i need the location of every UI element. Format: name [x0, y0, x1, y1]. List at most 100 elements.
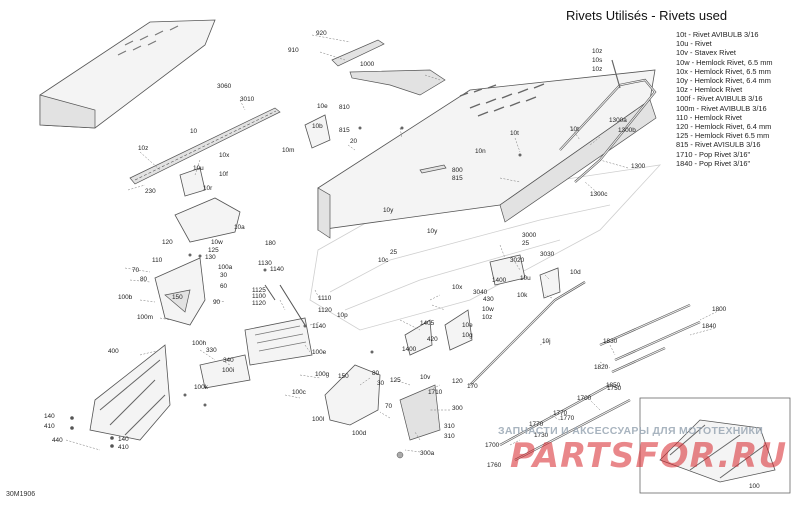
part-callout-label: 910	[288, 47, 299, 54]
fasteners-bottom-left	[65, 416, 114, 451]
part-callout-label: 400	[108, 348, 119, 355]
part-callout-label: 340	[223, 357, 234, 364]
part-callout-label: 1120	[318, 307, 332, 314]
part-callout-label: 150	[172, 294, 183, 301]
legend-item: 125 - Hemlock Rivet 6.5 mm	[676, 131, 770, 141]
part-callout-label: 170	[467, 383, 478, 390]
part-callout-label: 130	[205, 254, 216, 261]
part-920-brace	[331, 39, 446, 96]
part-callout-label: 1125	[252, 287, 266, 294]
part-callout-label: 10w	[482, 306, 494, 313]
part-callout-label: 10x	[452, 284, 463, 291]
part-400-front-frame	[89, 344, 171, 441]
part-callout-label: 100h	[192, 340, 207, 347]
part-callout-label: 1770	[529, 421, 544, 428]
part-callout-label: 10z	[592, 66, 602, 73]
part-callout-label: 1750	[607, 385, 622, 392]
tunnel-ghost-inner	[329, 204, 611, 311]
part-callout-label: 100i	[222, 367, 234, 374]
part-callout-label: 25	[522, 240, 530, 247]
part-callout-label: 3000	[522, 232, 537, 239]
part-3020-bracket	[489, 254, 561, 299]
part-callout-label: 1850	[606, 382, 621, 389]
part-callout-label: 1770	[553, 410, 568, 417]
part-callout-label: 60	[220, 283, 228, 290]
part-callout-label: 70	[385, 403, 393, 410]
part-callout-label: 100d	[352, 430, 367, 437]
part-callout-label: 815	[339, 127, 350, 134]
legend-item: 1710 - Pop Rivet 3/16"	[676, 149, 751, 159]
part-callout-label: 10j	[542, 338, 551, 345]
part-callout-label: 1700	[577, 395, 592, 402]
part-callout-label: 300	[452, 405, 463, 412]
part-callout-label: 10c	[378, 257, 389, 264]
part-callout-label: 10e	[462, 322, 473, 329]
part-callout-label: 1110	[318, 295, 332, 302]
part-callout-label: 100g	[315, 371, 330, 378]
part-callout-label: 100b	[118, 294, 133, 301]
part-callout-label: 90	[213, 299, 221, 306]
callout-leader-lines	[124, 34, 721, 453]
legend-item: 100f - Rivet AVIBULB 3/16	[676, 94, 763, 104]
hardware-dots	[183, 126, 522, 459]
part-callout-label: 25	[390, 249, 398, 256]
part-1405-bracket	[404, 319, 433, 356]
part-callout-label: 125	[390, 377, 401, 384]
part-callout-label: 80	[140, 276, 148, 283]
part-callout-label: 440	[52, 437, 63, 444]
part-1300-tunnel-bar	[559, 59, 657, 183]
part-callout-label: 10a	[234, 224, 245, 231]
part-callout-label: 120	[162, 239, 173, 246]
part-callout-label: 420	[427, 336, 438, 343]
part-callout-label: 920	[316, 30, 327, 37]
part-callout-label: 1730	[534, 432, 549, 439]
part-callout-label: 180	[265, 240, 276, 247]
part-callout-label: 10k	[517, 292, 528, 299]
part-callout-label: 10e	[317, 103, 328, 110]
part-callout-label: 10z	[592, 48, 602, 55]
part-callout-label: 100k	[194, 384, 209, 391]
part-callout-label: 1140	[270, 266, 284, 273]
part-callout-label: 410	[44, 423, 55, 430]
part-callout-label: 310	[444, 423, 455, 430]
part-callout-label: 1140	[312, 323, 326, 330]
part-callout-label: 10s	[592, 57, 602, 64]
part-callout-label: 3060	[217, 83, 232, 90]
legend-item: 1840 - Pop Rivet 3/16"	[676, 158, 751, 168]
part-callout-label: 10b	[312, 123, 323, 130]
part-10r-bracket	[179, 167, 206, 197]
part-callout-label: 10t	[570, 126, 579, 133]
watermark-text: ЗАПЧАСТИ И АКСЕССУАРЫ ДЛЯ МОТОТЕХНИКИ	[498, 425, 764, 437]
part-callout-label: 810	[339, 104, 350, 111]
part-steering-post	[324, 364, 441, 441]
part-callout-label: 1405	[420, 320, 435, 327]
legend-title: Rivets Utilisés - Rivets used	[566, 8, 728, 23]
part-callout-label: 10g	[462, 332, 473, 339]
part-10-running-board	[39, 19, 216, 129]
part-callout-label: 1830	[603, 338, 618, 345]
part-callout-label: 330	[206, 347, 217, 354]
legend-item: 10z - Hemlock Rivet	[676, 85, 743, 95]
part-callout-label: 10w	[211, 239, 223, 246]
part-callout-label: 1710	[428, 389, 443, 396]
part-callout-label: 1800	[712, 306, 727, 313]
part-callout-label: 20	[350, 138, 358, 145]
part-callout-label: 310	[444, 433, 455, 440]
part-callout-label: 120	[452, 378, 463, 385]
part-callout-label: 150	[338, 373, 349, 380]
legend-item: 10w - Hemlock Rivet, 6.5 mm	[676, 57, 773, 67]
part-callout-label: 430	[483, 296, 494, 303]
part-callout-label: 10v	[420, 374, 431, 381]
part-callout-label: 10p	[337, 312, 348, 319]
legend-item: 120 - Hemlock Rivet, 6.4 mm	[676, 122, 772, 132]
part-10a-plate	[174, 197, 241, 243]
legend-item: 100m - Rivet AVIBULB 3/16	[676, 103, 767, 113]
part-callout-label: 3040	[473, 289, 488, 296]
part-callout-label: 300a	[420, 450, 435, 457]
part-callout-label: 10n	[475, 148, 486, 155]
part-callout-label: 1100	[252, 293, 266, 300]
part-callout-label: 125	[208, 247, 219, 254]
part-callout-label: 1300b	[618, 127, 636, 134]
part-callout-label: 10y	[383, 207, 394, 214]
